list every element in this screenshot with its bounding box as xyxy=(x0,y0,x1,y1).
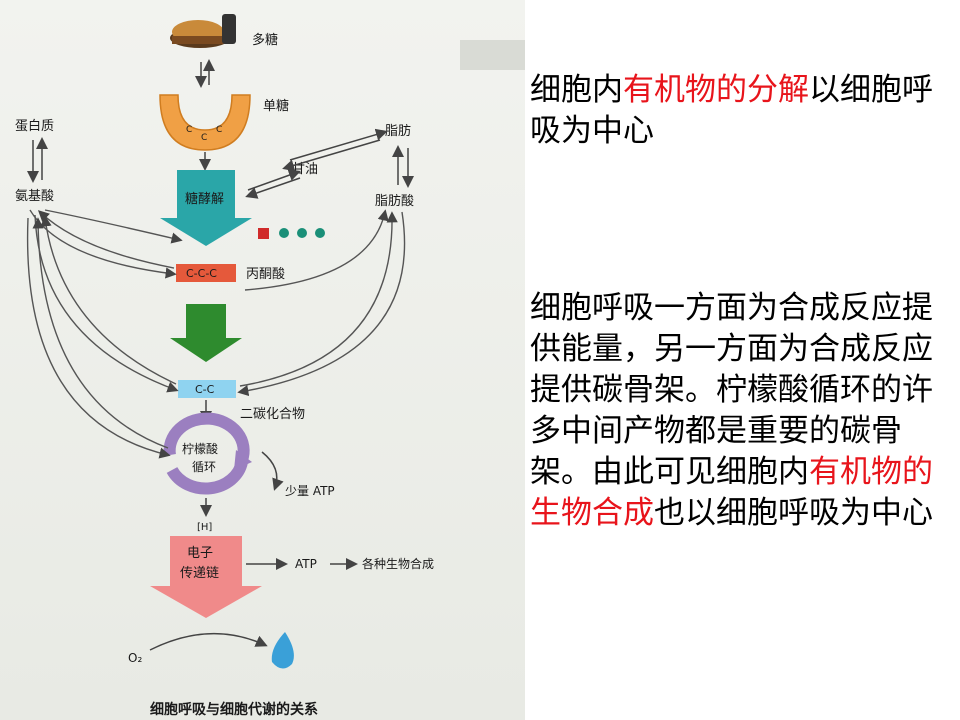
two-carbon-box xyxy=(178,380,236,398)
food-icon xyxy=(170,14,236,48)
mono-c2: C xyxy=(201,133,207,143)
teal-dot-3 xyxy=(315,228,325,238)
fat-to-glycerol-arrow xyxy=(282,139,381,172)
statement-decomposition: 细胞内有机物的分解以细胞呼吸为中心 xyxy=(530,70,950,152)
monosaccharide-ring-icon xyxy=(159,94,251,151)
atp-label: ATP xyxy=(295,557,317,571)
red-square-marker xyxy=(258,228,269,239)
cycle-label-2: 循环 xyxy=(192,460,216,474)
pyruvate-label: 丙酮酸 xyxy=(246,267,285,282)
diagram-caption: 细胞呼吸与细胞代谢的关系 xyxy=(150,701,318,718)
pyruvate-box xyxy=(176,264,236,282)
water-drop-icon xyxy=(271,632,294,669)
amino-acid-label: 氨基酸 xyxy=(15,189,54,204)
pyruvate-formula: C-C-C xyxy=(186,267,217,280)
fatty-acid-label: 脂肪酸 xyxy=(375,193,414,209)
statement-synthesis: 细胞呼吸一方面为合成反应提供能量，另一方面为合成反应提供碳骨架。柠檬酸循环的许多… xyxy=(530,288,950,534)
top-text-highlight: 有机物的分解 xyxy=(623,72,809,108)
protein-label: 蛋白质 xyxy=(15,118,54,134)
teal-dot-1 xyxy=(279,228,289,238)
bottom-text-highlight: 有机物的生物合成 xyxy=(530,454,933,531)
glycolysis-to-glycerol-arrow xyxy=(247,169,301,191)
polysaccharide-label: 多糖 xyxy=(252,32,278,48)
top-text-part1: 细胞内 xyxy=(530,72,623,108)
fat-label: 脂肪 xyxy=(385,123,411,139)
mono-c3: C xyxy=(216,125,222,135)
teal-dot-2 xyxy=(297,228,307,238)
top-text-part3: 以细胞呼吸为中心 xyxy=(530,72,933,149)
glycerol-to-glycolysis-arrow xyxy=(245,177,301,199)
fatty-acid-exchange-arrows xyxy=(237,209,406,397)
glycolysis-label: 糖酵解 xyxy=(185,191,224,207)
cycle-to-atp-arrow xyxy=(261,451,284,491)
electron-transport-chain-arrow xyxy=(150,536,262,618)
glycerol-to-fat-arrow xyxy=(289,128,388,161)
etc-label-2: 传递链 xyxy=(180,566,219,581)
amino-acid-exchange-arrows xyxy=(26,209,183,459)
monosaccharide-label: 单糖 xyxy=(263,98,289,114)
page-shadow xyxy=(460,40,525,70)
mono-c1: C xyxy=(186,125,192,135)
pyruvate-to-twocarbon-arrow xyxy=(170,304,242,362)
little-atp-label: 少量 ATP xyxy=(285,484,335,498)
two-carbon-label: 二碳化合物 xyxy=(240,407,305,422)
h-label: [H] xyxy=(197,522,212,533)
glycolysis-arrow xyxy=(160,170,252,246)
bottom-text-part3: 也以细胞呼吸为中心 xyxy=(654,495,933,531)
cycle-label-1: 柠檬酸 xyxy=(182,441,218,456)
etc-label-1: 电子 xyxy=(187,546,213,561)
citric-acid-cycle-icon xyxy=(163,412,252,495)
o2-label: O₂ xyxy=(128,651,142,665)
bottom-text-part1: 细胞呼吸一方面为合成反应提供能量，另一方面为合成反应提供碳骨架。柠檬酸循环的许多… xyxy=(530,290,933,490)
two-carbon-formula: C-C xyxy=(195,383,215,396)
diagram-background xyxy=(0,0,525,720)
metabolism-diagram: 多糖 C C C 单糖 糖酵解 C-C-C 丙酮酸 C-C 二碳化合物 柠檬酸 … xyxy=(0,0,525,720)
o2-to-water-arrow xyxy=(149,632,268,651)
biosynthesis-label: 各种生物合成 xyxy=(362,556,434,571)
